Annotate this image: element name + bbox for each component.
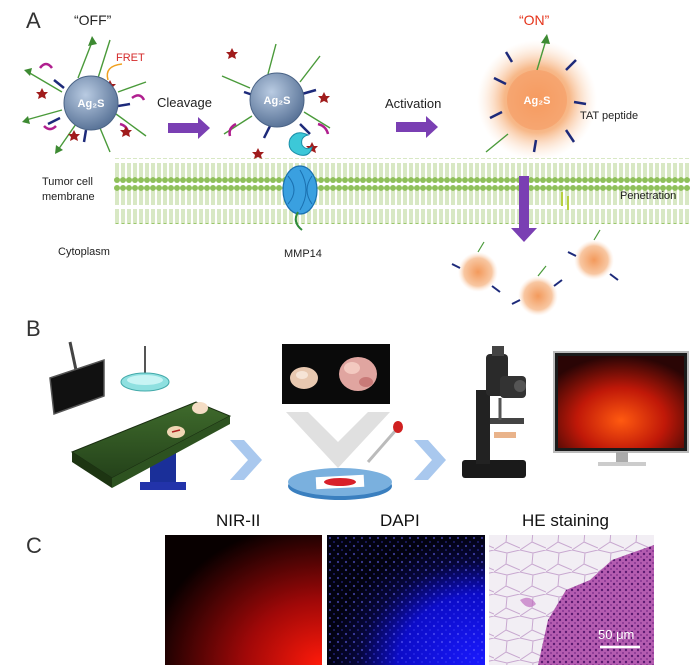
np-label-1: Ag₂S xyxy=(78,98,105,110)
nir-ii-title: NIR-II xyxy=(216,511,261,530)
he-staining-title: HE staining xyxy=(522,511,609,530)
fret-label: FRET xyxy=(116,52,145,64)
panel-c-letter: C xyxy=(26,533,42,558)
arrow-penetration xyxy=(511,176,537,242)
penetration-label: Penetration xyxy=(620,190,677,202)
microscope-icon xyxy=(462,346,526,478)
funnel-shape xyxy=(286,412,390,468)
arrow-cleavage xyxy=(168,117,210,139)
nanoparticle-off: Ag₂S xyxy=(22,36,147,154)
tat-fragment-icon xyxy=(561,192,569,210)
membrane-label-line2: membrane xyxy=(42,191,95,203)
nanoparticle-on: Ag₂S xyxy=(477,34,597,160)
membrane-label-line1: Tumor cell xyxy=(42,176,93,188)
pipette-icon xyxy=(366,421,403,463)
display-monitor xyxy=(553,351,689,466)
state-on-label: “ON” xyxy=(519,12,550,28)
tat-peptide-label: TAT peptide xyxy=(580,110,639,122)
panel-a-letter: A xyxy=(26,8,41,33)
surgical-monitor-icon xyxy=(49,341,105,416)
chevron-arrow-1 xyxy=(230,440,262,480)
tissue-slide-icon xyxy=(288,468,392,500)
state-off-label: “OFF” xyxy=(74,12,112,28)
operating-table-icon xyxy=(70,401,232,490)
chevron-arrow-2 xyxy=(414,440,446,480)
surgical-lamp-icon xyxy=(120,346,170,392)
step-activation-label: Activation xyxy=(385,96,442,111)
np-label-2: Ag₂S xyxy=(264,95,291,107)
arrow-activation xyxy=(396,116,438,138)
cytoplasm-label: Cytoplasm xyxy=(58,246,110,258)
scale-bar-label: 50 μm xyxy=(598,627,635,642)
mmp14-protein-icon xyxy=(282,132,318,231)
nir-ii-image xyxy=(165,535,322,665)
step-cleavage-label: Cleavage xyxy=(157,95,212,110)
nanoparticle-cleaved: Ag₂S xyxy=(221,43,331,159)
tissue-photo xyxy=(282,344,390,404)
internalized-nanoparticles xyxy=(451,229,619,316)
np-label-3: Ag₂S xyxy=(524,95,551,107)
dapi-title: DAPI xyxy=(380,511,420,530)
he-staining-image xyxy=(489,535,654,665)
panel-b-letter: B xyxy=(26,316,41,341)
mmp14-label: MMP14 xyxy=(284,248,322,260)
cell-membrane xyxy=(114,158,690,224)
dapi-image xyxy=(327,535,485,665)
